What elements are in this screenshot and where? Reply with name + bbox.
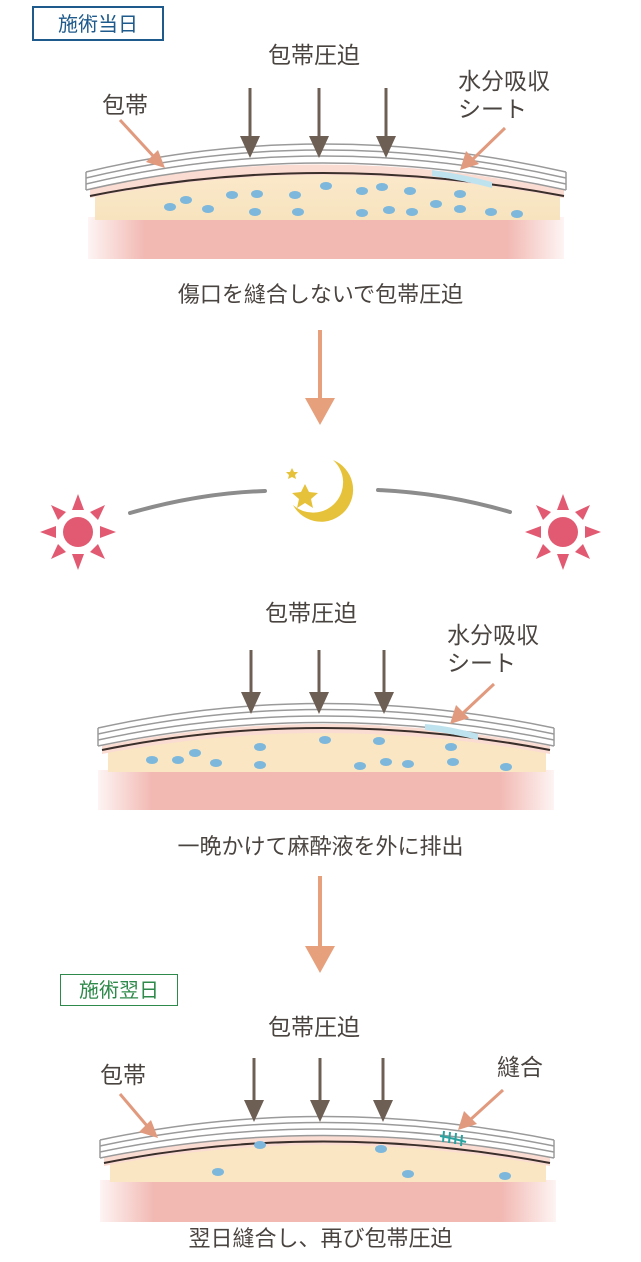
pressure-label: 包帯圧迫 bbox=[268, 1015, 360, 1041]
moon-icon bbox=[293, 460, 354, 522]
down-arrow-icon bbox=[305, 876, 335, 973]
muscle-layer bbox=[98, 770, 554, 810]
bandage-layers bbox=[97, 702, 555, 747]
sheet-label-line2: シート bbox=[447, 651, 516, 677]
muscle-layer bbox=[88, 217, 564, 259]
pointer-arrows bbox=[118, 118, 507, 170]
sun-icon bbox=[40, 494, 116, 570]
fluid-dots bbox=[164, 182, 523, 218]
overnight-timeline bbox=[40, 460, 601, 570]
day-of-surgery-tag: 施術当日 bbox=[32, 6, 164, 41]
pressure-arrows bbox=[240, 88, 396, 158]
pressure-arrows bbox=[241, 650, 394, 714]
sheet-label-line1: 水分吸収 bbox=[458, 69, 550, 95]
day-after-surgery-tag: 施術翌日 bbox=[60, 974, 178, 1006]
water-absorbing-sheet bbox=[425, 724, 478, 740]
bandage-label: 包帯 bbox=[102, 93, 148, 119]
water-absorbing-sheet bbox=[432, 170, 492, 188]
wound-diagram-overnight bbox=[97, 650, 555, 810]
fluid-dots bbox=[212, 1141, 511, 1180]
skin-layer bbox=[104, 1135, 550, 1166]
suture-label: 縫合 bbox=[497, 1055, 543, 1081]
pressure-label: 包帯圧迫 bbox=[265, 601, 357, 627]
day1-caption: 翌日縫合し、再び包帯圧迫 bbox=[188, 1227, 453, 1252]
fluid-dots bbox=[146, 736, 512, 771]
pressure-arrows bbox=[244, 1058, 393, 1122]
suture-stitches bbox=[439, 1130, 467, 1147]
star-icon bbox=[286, 468, 298, 479]
sheet-label-line2: シート bbox=[458, 97, 527, 123]
wound-diagram-day0 bbox=[85, 88, 567, 259]
pressure-label: 包帯圧迫 bbox=[268, 43, 360, 69]
bandage-label: 包帯 bbox=[100, 1063, 146, 1089]
sheet-label-line1: 水分吸収 bbox=[447, 623, 539, 649]
star-icon bbox=[292, 484, 318, 508]
pointer-arrows bbox=[450, 682, 496, 724]
pointer-arrows bbox=[118, 1088, 505, 1138]
wound-diagram-day1 bbox=[99, 1058, 556, 1222]
down-arrow-icon bbox=[305, 330, 335, 425]
bandage-layers bbox=[99, 1115, 555, 1159]
muscle-layer bbox=[100, 1180, 556, 1222]
day0-caption: 傷口を縫合しないで包帯圧迫 bbox=[177, 283, 464, 308]
overnight-caption: 一晩かけて麻酔液を外に排出 bbox=[177, 835, 464, 860]
sun-icon bbox=[525, 494, 601, 570]
